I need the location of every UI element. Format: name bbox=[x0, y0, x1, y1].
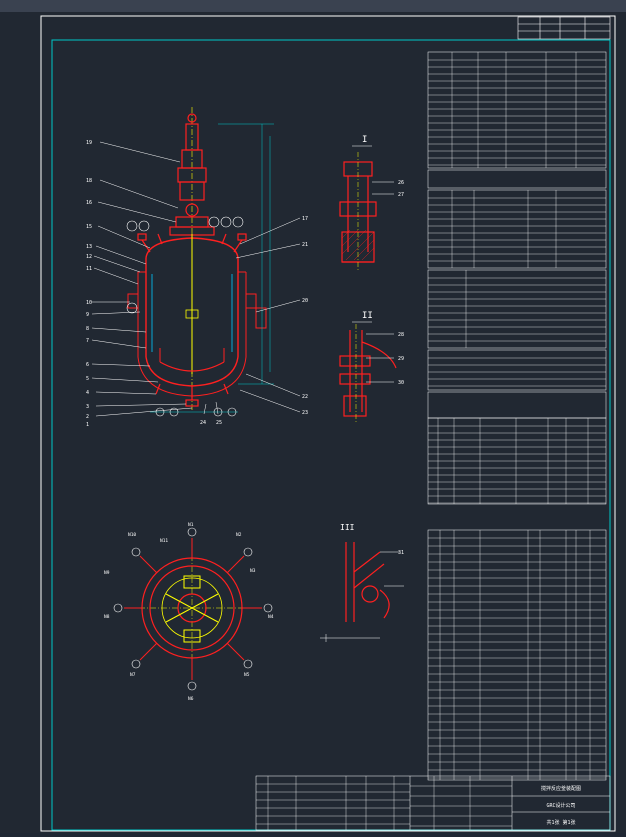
right-leader-numbers: 17 21 20 22 23 24 25 26 27 28 29 30 31 bbox=[200, 180, 404, 556]
support-lugs bbox=[127, 293, 267, 329]
title-block-rows bbox=[256, 776, 512, 830]
drawing-border bbox=[51, 39, 611, 831]
leader-number: 18 bbox=[86, 178, 92, 184]
technical-spec-tables bbox=[427, 51, 607, 781]
leader-number: 13 bbox=[86, 244, 92, 250]
detail-view-two[interactable]: II bbox=[339, 311, 397, 422]
drawing-code-table bbox=[517, 16, 611, 40]
leader-number: 29 bbox=[398, 356, 404, 362]
leader-number: 27 bbox=[398, 192, 404, 198]
leader-number: 11 bbox=[86, 266, 92, 272]
leader-number: 2 bbox=[86, 414, 89, 420]
title-line-1: 搅拌反应釜装配图 bbox=[541, 785, 581, 792]
spec-table-rows bbox=[428, 52, 606, 780]
leader-number: 17 bbox=[302, 216, 308, 222]
detail-view-three[interactable]: III bbox=[320, 523, 404, 642]
left-leader-numbers: 19 18 16 15 13 12 11 10 9 8 7 6 5 4 3 2 1 bbox=[86, 140, 92, 428]
leader-lines bbox=[91, 141, 301, 417]
leader-number: 22 bbox=[302, 394, 308, 400]
leader-number: 25 bbox=[216, 420, 222, 426]
detail-two-label: II bbox=[362, 311, 373, 321]
leader-number: 6 bbox=[86, 362, 89, 368]
leader-number: 4 bbox=[86, 390, 89, 396]
nozzle-tag: N11 bbox=[160, 538, 168, 544]
nozzle-tag: N2 bbox=[236, 532, 242, 538]
agitator bbox=[159, 234, 225, 374]
detail-one-label: I bbox=[362, 135, 367, 145]
leader-number: 3 bbox=[86, 404, 89, 410]
leader-number: 1 bbox=[86, 422, 89, 428]
dimension-lines bbox=[150, 123, 274, 413]
top-nozzles bbox=[137, 233, 247, 253]
nozzle-tag: N7 bbox=[130, 672, 136, 678]
nozzle-tag: N1 bbox=[188, 522, 194, 528]
callout-balloons bbox=[126, 216, 244, 417]
plan-nozzle-balloons bbox=[113, 527, 273, 691]
detail-one-hatch bbox=[341, 229, 375, 261]
title-block bbox=[255, 775, 611, 831]
leader-number: 30 bbox=[398, 380, 404, 386]
detail-view-one[interactable]: I bbox=[339, 135, 394, 272]
nozzle-tag: N8 bbox=[104, 614, 110, 620]
plan-radial-nozzles bbox=[124, 538, 262, 680]
title-line-2: GRC设计公司 bbox=[546, 802, 575, 809]
leader-number: 19 bbox=[86, 140, 92, 146]
leader-number: 21 bbox=[302, 242, 308, 248]
leader-number: 5 bbox=[86, 376, 89, 382]
leader-number: 8 bbox=[86, 326, 89, 332]
nozzle-tag: N9 bbox=[104, 570, 110, 576]
leader-number: 15 bbox=[86, 224, 92, 230]
leader-number: 7 bbox=[86, 338, 89, 344]
detail-three-label: III bbox=[340, 523, 355, 532]
leader-number: 20 bbox=[302, 298, 308, 304]
leader-number: 31 bbox=[398, 550, 404, 556]
leader-number: 24 bbox=[200, 420, 206, 426]
drive-motor bbox=[169, 113, 215, 236]
leader-number: 12 bbox=[86, 254, 92, 260]
leader-number: 16 bbox=[86, 200, 92, 206]
nozzle-tag: N10 bbox=[128, 532, 136, 538]
nozzle-tag: N3 bbox=[250, 568, 256, 574]
leader-number: 28 bbox=[398, 332, 404, 338]
internal-baffle bbox=[151, 274, 233, 352]
nozzle-tag: N5 bbox=[244, 672, 250, 678]
detail-two-flange bbox=[339, 330, 397, 417]
nozzle-tag: N4 bbox=[268, 614, 274, 620]
leader-number: 9 bbox=[86, 312, 89, 318]
sheet-number: 共1张 第1张 bbox=[546, 819, 575, 826]
leader-number: 10 bbox=[86, 300, 92, 306]
leader-number: 26 bbox=[398, 180, 404, 186]
bottom-outlet bbox=[155, 383, 229, 407]
nozzle-tag: N6 bbox=[188, 696, 194, 702]
detail-three-weld bbox=[345, 542, 390, 622]
leader-number: 23 bbox=[302, 410, 308, 416]
sheet-frame bbox=[40, 15, 616, 832]
